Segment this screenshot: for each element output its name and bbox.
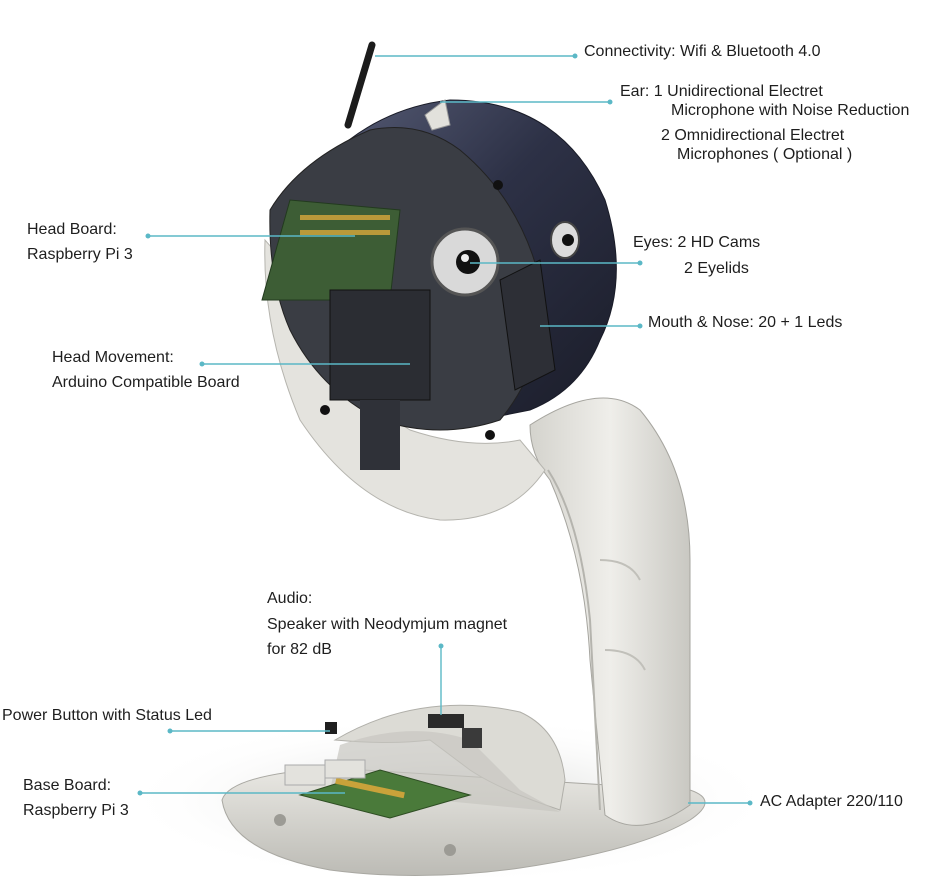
label-audio-line2: Speaker with Neodymjum magnet xyxy=(267,616,508,633)
label-head-movement-line2: Arduino Compatible Board xyxy=(52,374,240,391)
pcb-header xyxy=(335,777,405,799)
neck-arm xyxy=(529,397,691,826)
pcb-header xyxy=(300,215,390,220)
pcb-connector xyxy=(324,759,366,779)
mouth-led-board xyxy=(499,259,556,391)
label-head-board-line1: Head Board: xyxy=(27,221,117,238)
base-screw-hole xyxy=(274,814,286,826)
base-screw-hole xyxy=(444,844,456,856)
label-mouth-nose: Mouth & Nose: 20 + 1 Leds xyxy=(648,314,843,331)
pcb-header xyxy=(300,230,390,235)
movement-strut xyxy=(360,400,400,470)
label-base-board-line2: Raspberry Pi 3 xyxy=(23,802,129,819)
screw xyxy=(320,405,330,415)
label-audio-line1: Audio: xyxy=(267,590,313,607)
pcb-connector xyxy=(284,764,326,786)
label-head-board-line2: Raspberry Pi 3 xyxy=(27,246,133,263)
screw xyxy=(485,430,495,440)
label-ac-adapter: AC Adapter 220/110 xyxy=(760,793,903,810)
speaker-bracket xyxy=(428,714,464,728)
label-audio-line3: for 82 dB xyxy=(267,641,332,658)
label-ear-line1: Ear: 1 Unidirectional Electret xyxy=(620,83,823,100)
label-power-button: Power Button with Status Led xyxy=(2,707,212,724)
speaker-bracket xyxy=(462,728,482,748)
eye-camera-lens xyxy=(456,250,480,274)
eye-camera-glint xyxy=(461,254,469,262)
label-connectivity: Connectivity: Wifi & Bluetooth 4.0 xyxy=(584,43,821,60)
neck-detail xyxy=(604,649,646,671)
label-head-movement-line1: Head Movement: xyxy=(52,349,174,366)
label-ear-line4: Microphones ( Optional ) xyxy=(677,146,853,163)
label-ear-line3: 2 Omnidirectional Electret xyxy=(661,127,845,144)
power-button xyxy=(325,722,337,734)
label-eyes-line2: 2 Eyelids xyxy=(684,260,749,277)
label-ear-line2: Microphone with Noise Reduction xyxy=(671,102,910,119)
ear-microphone xyxy=(424,99,451,131)
screw xyxy=(493,180,503,190)
neck-detail xyxy=(599,559,641,581)
label-base-board-line1: Base Board: xyxy=(23,777,112,794)
movement-board xyxy=(329,289,431,401)
label-eyes-line1: Eyes: 2 HD Cams xyxy=(633,234,761,251)
neck-arm-edge xyxy=(547,469,601,811)
leader-lines xyxy=(137,53,753,806)
wifi-antenna xyxy=(344,41,376,129)
